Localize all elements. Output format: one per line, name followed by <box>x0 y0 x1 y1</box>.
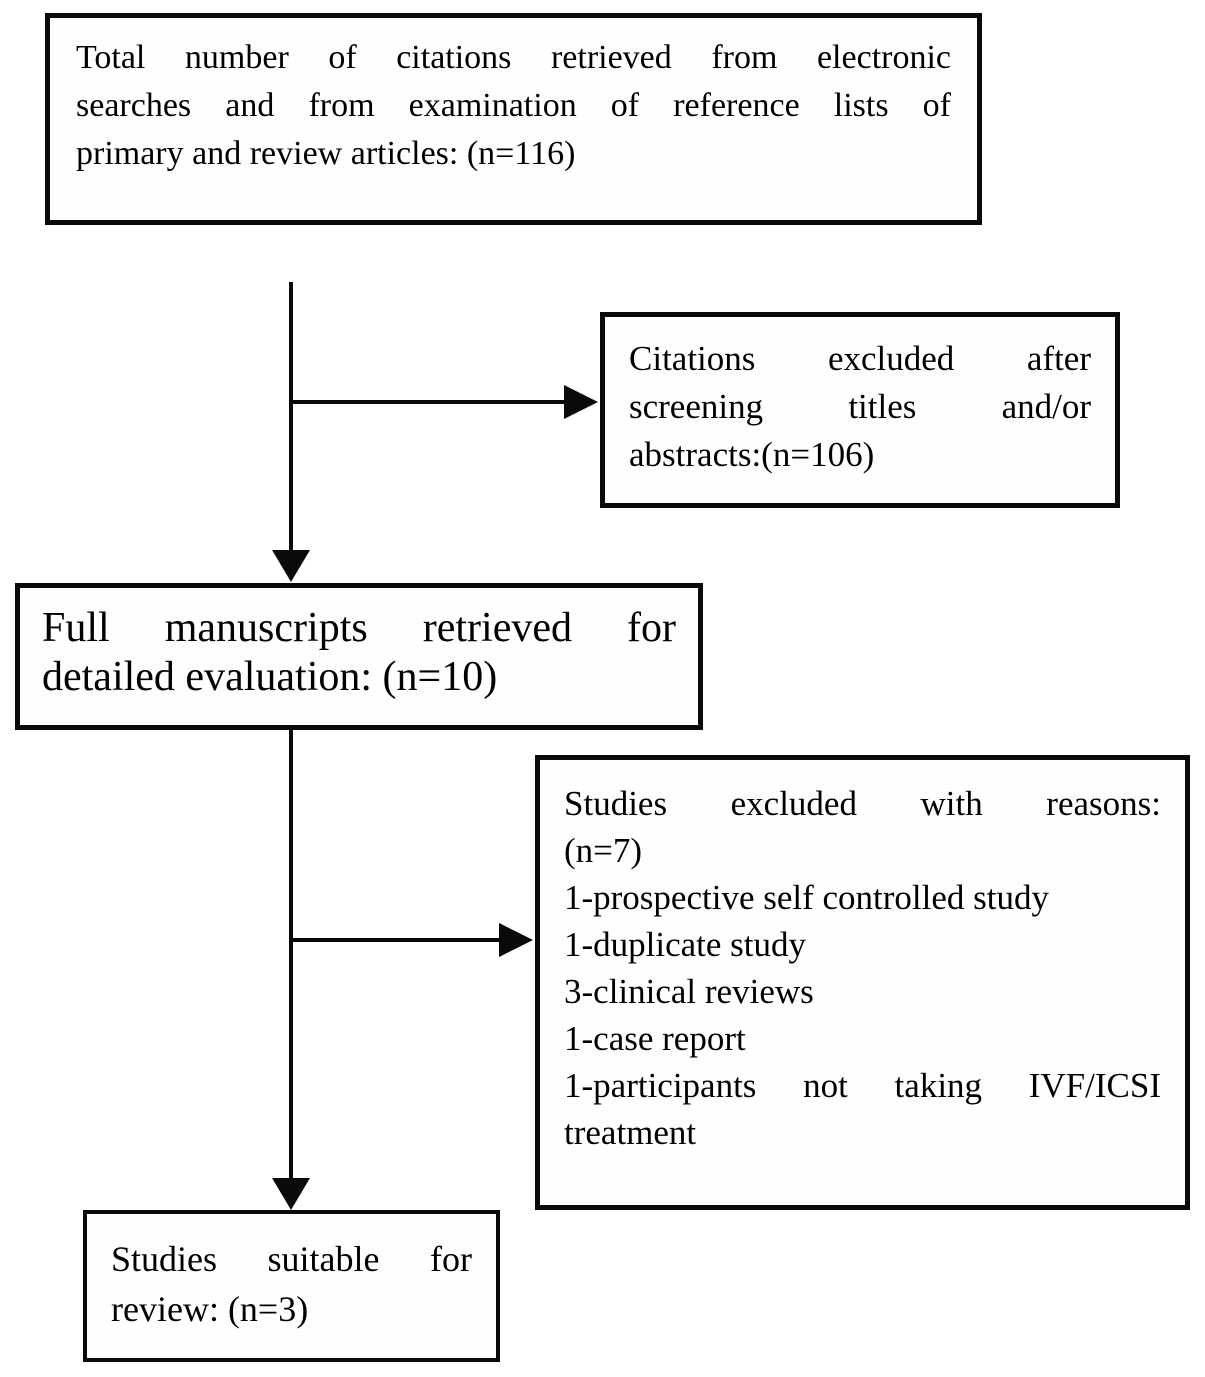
box-citations-excluded: Citations excluded after screening title… <box>600 312 1120 508</box>
flow-line-branch-screening <box>289 400 566 404</box>
arrowhead-down-icon <box>272 550 310 582</box>
box-studies-excluded: Studies excluded with reasons: (n=7) 1-p… <box>535 755 1190 1210</box>
flow-line-vertical-top <box>289 282 293 554</box>
arrowhead-down-icon <box>272 1178 310 1210</box>
box-studies-excluded-line: 1-participants not taking IVF/ICSI <box>564 1066 1161 1105</box>
box-total-citations-line: primary and review articles: (n=116) <box>76 135 576 172</box>
arrowhead-right-icon <box>499 923 533 957</box>
box-studies-suitable-line: Studies suitable for <box>111 1239 472 1279</box>
box-full-manuscripts: Full manuscripts retrieved for detailed … <box>15 583 703 730</box>
box-full-manuscripts-line: Full manuscripts retrieved for <box>42 605 676 651</box>
box-studies-suitable-line: review: (n=3) <box>111 1289 309 1329</box>
flow-line-vertical-bottom <box>289 730 293 1178</box>
box-studies-excluded-line: 1-prospective self controlled study <box>564 878 1050 917</box>
box-citations-excluded-line: Citations excluded after <box>629 339 1091 378</box>
box-total-citations: Total number of citations retrieved from… <box>45 13 982 225</box>
box-full-manuscripts-line: detailed evaluation: (n=10) <box>42 654 498 700</box>
box-studies-excluded-line: 1-duplicate study <box>564 925 807 964</box>
box-studies-excluded-line: treatment <box>564 1113 697 1152</box>
box-studies-excluded-line: 1-case report <box>564 1019 746 1058</box>
box-citations-excluded-line: abstracts:(n=106) <box>629 435 875 474</box>
box-studies-excluded-line: (n=7) <box>564 831 643 870</box>
box-studies-excluded-line: 3-clinical reviews <box>564 972 814 1011</box>
box-studies-suitable: Studies suitable for review: (n=3) <box>83 1210 500 1362</box>
flow-line-branch-reasons <box>289 938 501 942</box>
box-studies-excluded-line: Studies excluded with reasons: <box>564 784 1161 823</box>
box-citations-excluded-line: screening titles and/or <box>629 387 1091 426</box>
arrowhead-right-icon <box>564 385 598 419</box>
box-total-citations-line: Total number of citations retrieved from… <box>76 39 951 76</box>
box-total-citations-line: searches and from examination of referen… <box>76 87 951 124</box>
